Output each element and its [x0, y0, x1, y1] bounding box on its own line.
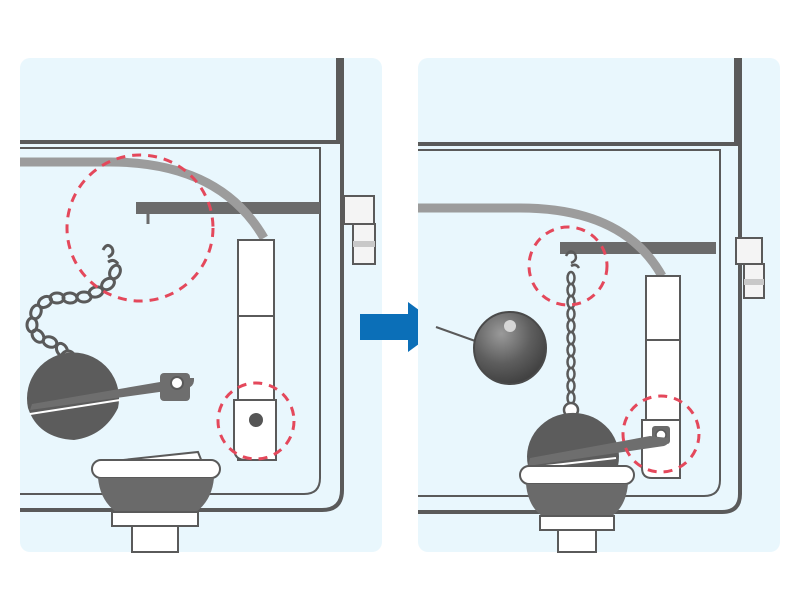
highlight-chain-hook	[65, 153, 215, 303]
highlight-pivot	[216, 381, 296, 461]
chain-attached	[562, 250, 581, 419]
highlight-chain-hook	[527, 225, 609, 307]
float-ball	[473, 311, 547, 385]
flapper	[26, 349, 194, 440]
tank-wall	[418, 58, 742, 514]
overflow-tube	[233, 239, 277, 461]
refill-tube	[418, 203, 666, 279]
tank-inner-wall	[418, 149, 721, 497]
flush-valve	[519, 465, 635, 553]
panel-before	[0, 0, 382, 600]
highlight-pivot	[621, 394, 701, 474]
overflow-tube	[641, 275, 681, 479]
pivot-hole	[249, 413, 263, 427]
refill-tube	[20, 157, 268, 241]
float-ball-inset	[435, 311, 547, 385]
flush-handle	[343, 195, 376, 265]
tank-inner-wall	[20, 147, 321, 495]
trip-lever-arm	[136, 202, 320, 214]
panel-background	[20, 58, 382, 552]
panel-after	[418, 0, 800, 600]
flush-handle	[735, 237, 765, 299]
tank-outer-wall	[418, 58, 738, 146]
chain-detached	[25, 243, 122, 359]
tank-wall	[20, 58, 344, 512]
panel-background	[418, 58, 780, 552]
flush-valve	[91, 450, 221, 553]
tank-outer-wall	[20, 58, 340, 144]
